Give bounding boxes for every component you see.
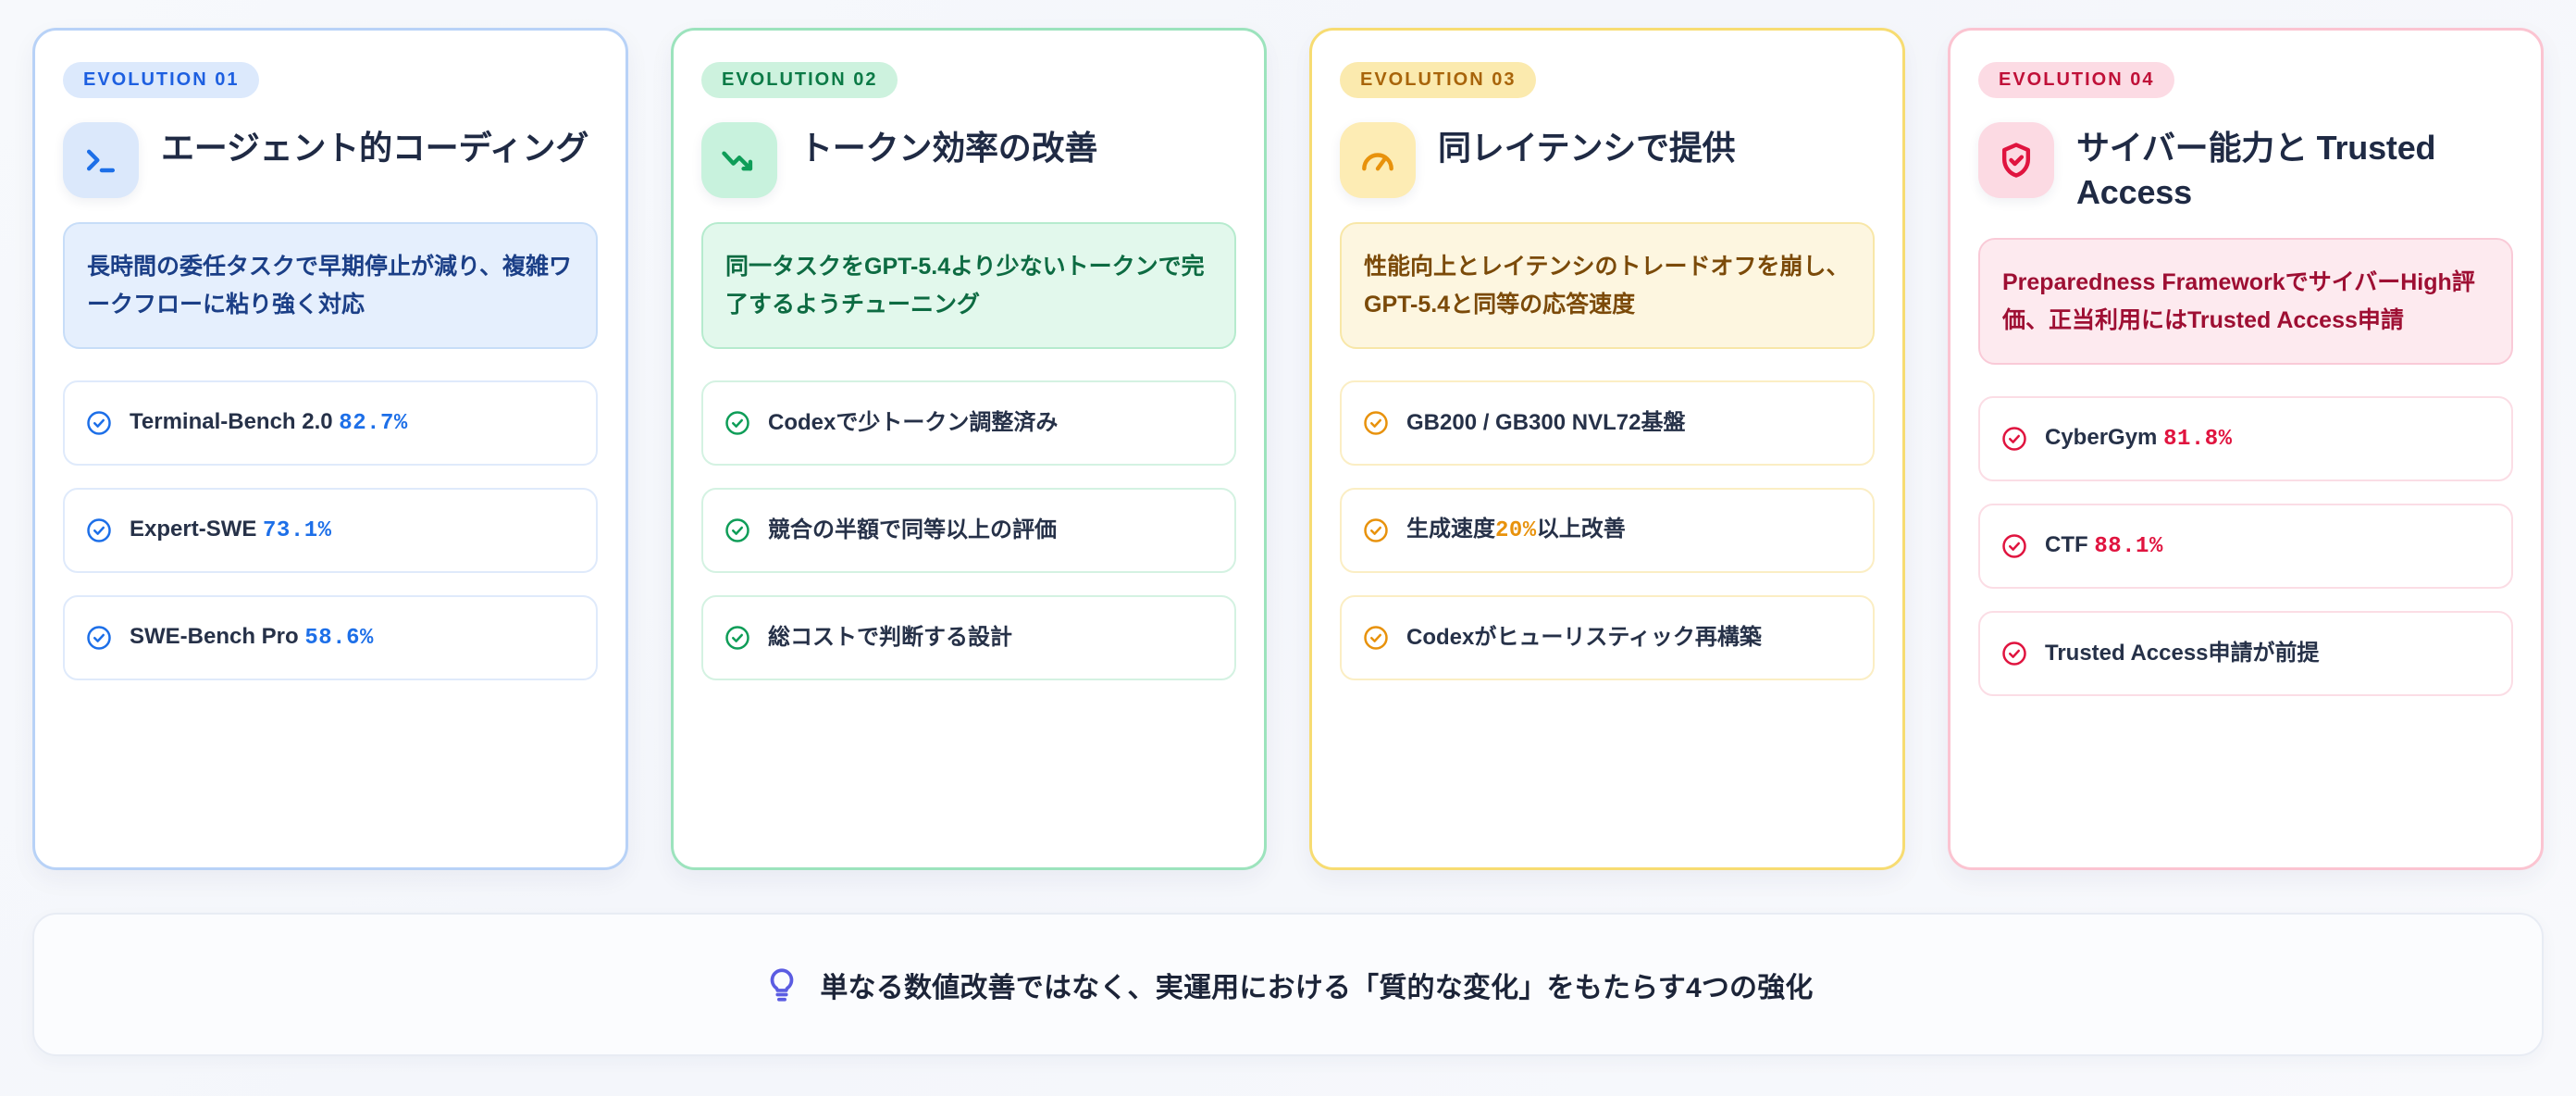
evolution-badge: EVOLUTION 04	[1978, 62, 2175, 98]
list-item-text: Trusted Access申請が前提	[2045, 638, 2320, 668]
item-label: CyberGym	[2045, 425, 2164, 451]
evolution-badge: EVOLUTION 03	[1340, 62, 1537, 98]
check-circle-icon	[1362, 409, 1390, 437]
card-title: サイバー能力と Trusted Access	[2076, 129, 2436, 211]
evolution-card: EVOLUTION 03 同レイテンシで提供性能向上とレイテンシのトレードオフを崩…	[1309, 28, 1905, 870]
card-title: トークン効率の改善	[799, 129, 1098, 167]
list-item-text: CyberGym 81.8%	[2045, 422, 2233, 455]
check-circle-icon	[85, 409, 113, 437]
list-item[interactable]: Codexがヒューリスティック再構築	[1340, 595, 1875, 680]
item-value: 81.8%	[2163, 427, 2233, 453]
item-label: CTF	[2045, 532, 2095, 558]
check-circle-icon	[85, 624, 113, 652]
list-item-text: CTF 88.1%	[2045, 529, 2163, 562]
check-circle-icon	[724, 517, 751, 544]
item-label: SWE-Bench Pro	[130, 624, 305, 650]
list-item[interactable]: CTF 88.1%	[1978, 504, 2513, 590]
list-item[interactable]: Codexで少トークン調整済み	[701, 380, 1236, 466]
list-item[interactable]: SWE-Bench Pro 58.6%	[63, 595, 598, 680]
card-summary: 同一タスクをGPT-5.4より少ないトークンで完了するようチューニング	[701, 222, 1236, 349]
evolution-badge: EVOLUTION 02	[701, 62, 898, 98]
card-summary: 性能向上とレイテンシのトレードオフを崩し、GPT-5.4と同等の応答速度	[1340, 222, 1875, 349]
card-header: エージェント的コーディング	[63, 122, 598, 198]
list-item-text: Terminal-Bench 2.0 82.7%	[130, 406, 408, 439]
card-item-list: CyberGym 81.8% CTF 88.1% Trusted Access申請が…	[1978, 396, 2513, 697]
card-title: 同レイテンシで提供	[1438, 129, 1736, 167]
shield-check-icon	[1978, 122, 2054, 198]
item-label: GB200 / GB300 NVL72基盤	[1406, 410, 1686, 436]
list-item[interactable]: 生成速度20%以上改善	[1340, 488, 1875, 573]
item-label: Terminal-Bench 2.0	[130, 409, 340, 435]
list-item-text: Codexがヒューリスティック再構築	[1406, 622, 1762, 653]
check-circle-icon	[724, 409, 751, 437]
item-label: Codexがヒューリスティック再構築	[1406, 625, 1762, 651]
check-circle-icon	[2000, 425, 2028, 453]
check-circle-icon	[2000, 640, 2028, 667]
list-item[interactable]: 競合の半額で同等以上の評価	[701, 488, 1236, 573]
card-header: サイバー能力と Trusted Access	[1978, 122, 2513, 214]
item-label: Expert-SWE	[130, 517, 264, 542]
list-item[interactable]: Trusted Access申請が前提	[1978, 611, 2513, 697]
list-item-text: SWE-Bench Pro 58.6%	[130, 621, 374, 654]
item-value: 73.1%	[263, 518, 332, 544]
item-label: 生成速度	[1406, 517, 1495, 542]
card-summary: 長時間の委任タスクで早期停止が減り、複雑ワークフローに粘り強く対応	[63, 222, 598, 349]
card-item-list: Codexで少トークン調整済み競合の半額で同等以上の評価総コストで判断する設計	[701, 380, 1236, 680]
item-label: 総コストで判断する設計	[768, 625, 1012, 651]
check-circle-icon	[1362, 624, 1390, 652]
evolution-card-grid: EVOLUTION 01 エージェント的コーディング長時間の委任タスクで早期停止が…	[32, 28, 2544, 870]
list-item-text: Codexで少トークン調整済み	[768, 407, 1058, 438]
list-item-text: 総コストで判断する設計	[768, 622, 1012, 653]
gauge-icon	[1340, 122, 1416, 198]
trending-down-icon	[701, 122, 777, 198]
item-suffix: 以上改善	[1536, 517, 1626, 542]
evolution-card: EVOLUTION 02 トークン効率の改善同一タスクをGPT-5.4より少ないト…	[671, 28, 1267, 870]
item-value: 82.7%	[339, 411, 408, 437]
terminal-icon	[63, 122, 139, 198]
card-item-list: Terminal-Bench 2.0 82.7% Expert-SWE 73.1%…	[63, 380, 598, 680]
list-item-text: Expert-SWE 73.1%	[130, 514, 332, 546]
item-value: 58.6%	[304, 626, 374, 652]
evolution-badge: EVOLUTION 01	[63, 62, 260, 98]
card-header: 同レイテンシで提供	[1340, 122, 1875, 198]
check-circle-icon	[724, 624, 751, 652]
footer-banner: 単なる数値改善ではなく、実運用における「質的な変化」をもたらす4つの強化	[32, 913, 2544, 1056]
list-item-text: 競合の半額で同等以上の評価	[768, 515, 1057, 545]
check-circle-icon	[85, 517, 113, 544]
card-title: エージェント的コーディング	[161, 129, 589, 167]
card-header: トークン効率の改善	[701, 122, 1236, 198]
item-value: 88.1%	[2094, 534, 2163, 560]
item-label: Codexで少トークン調整済み	[768, 410, 1059, 436]
check-circle-icon	[2000, 532, 2028, 560]
footer-text: 単なる数値改善ではなく、実運用における「質的な変化」をもたらす4つの強化	[820, 972, 1814, 1003]
list-item[interactable]: Expert-SWE 73.1%	[63, 488, 598, 573]
list-item[interactable]: 総コストで判断する設計	[701, 595, 1236, 680]
evolution-card: EVOLUTION 01 エージェント的コーディング長時間の委任タスクで早期停止が…	[32, 28, 628, 870]
list-item[interactable]: CyberGym 81.8%	[1978, 396, 2513, 482]
list-item-text: GB200 / GB300 NVL72基盤	[1406, 407, 1685, 438]
list-item[interactable]: Terminal-Bench 2.0 82.7%	[63, 380, 598, 466]
card-summary: Preparedness FrameworkでサイバーHigh評価、正当利用には…	[1978, 238, 2513, 366]
check-circle-icon	[1362, 517, 1390, 544]
list-item-text: 生成速度20%以上改善	[1406, 514, 1626, 546]
list-item[interactable]: GB200 / GB300 NVL72基盤	[1340, 380, 1875, 466]
lightbulb-icon	[762, 965, 801, 1004]
item-value: 20%	[1495, 518, 1537, 544]
item-label: Trusted Access申請が前提	[2045, 641, 2320, 666]
item-label: 競合の半額で同等以上の評価	[768, 517, 1057, 543]
